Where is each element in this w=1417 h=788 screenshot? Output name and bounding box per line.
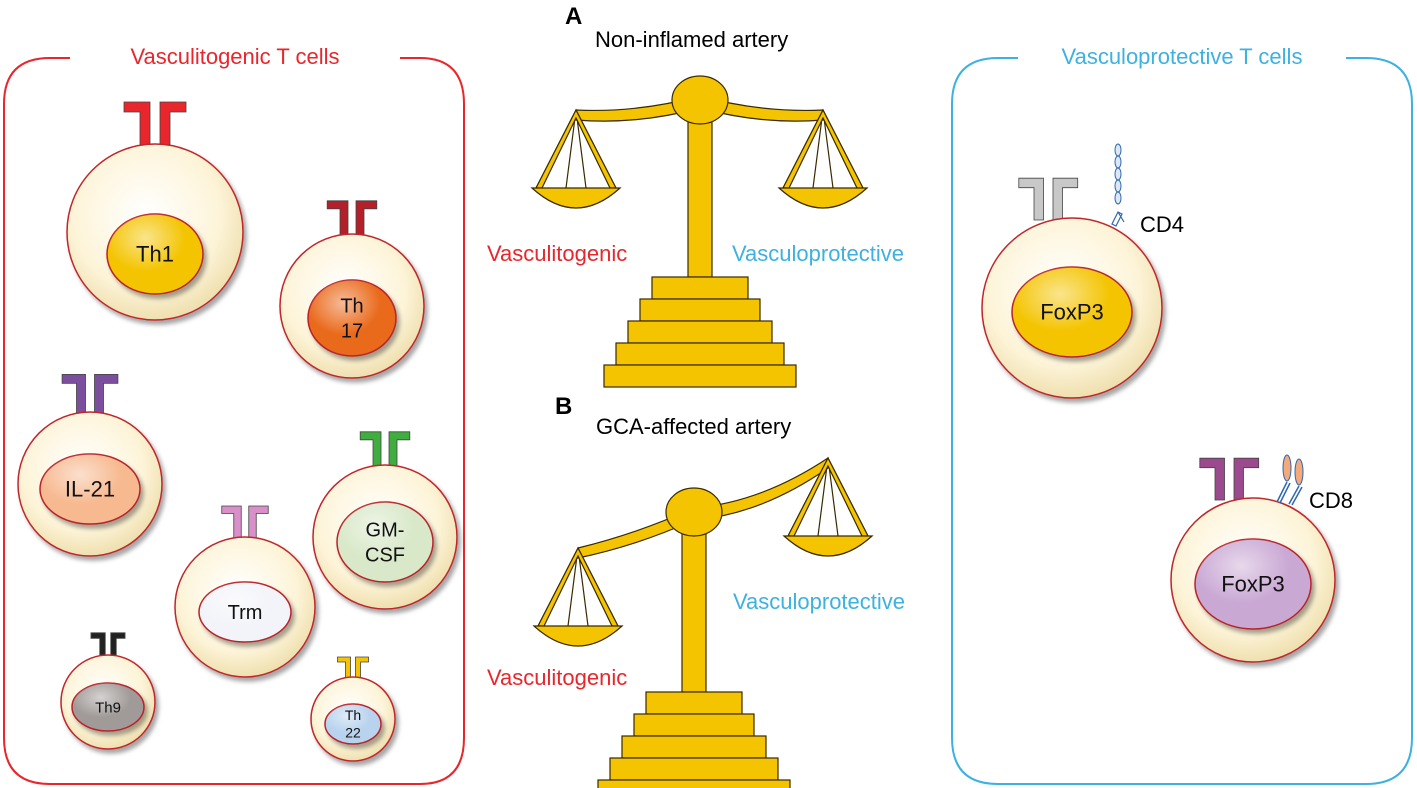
cell-gmcsf: GM- CSF: [312, 431, 458, 610]
scale-pivot: [671, 75, 729, 125]
cell-label: FoxP3: [1221, 572, 1285, 597]
nucleus-shine: [308, 280, 396, 356]
left-panel: Vasculitogenic T cells: [3, 44, 465, 785]
cell-trm: Trm: [174, 505, 316, 678]
receptor-icon: [221, 505, 269, 540]
nucleus-shine: [337, 502, 433, 582]
cell-label: IL-21: [65, 477, 115, 502]
left-pan-pan: [532, 625, 624, 647]
scale-step: [639, 298, 761, 322]
panel-a: A Non-inflamed artery Vasculitogenic Vas…: [487, 3, 904, 388]
scale-step: [597, 779, 791, 788]
cell-label: 17: [341, 321, 363, 343]
receptor-icon: [326, 200, 378, 237]
cd4-domain-icon: [1114, 179, 1122, 193]
cell-th1: Th1: [66, 101, 244, 321]
cell-label: Th: [345, 707, 361, 723]
cd8-alpha-icon: [1282, 454, 1292, 482]
panel-b-right-label: Vasculoprotective: [733, 589, 905, 614]
scale-step: [645, 691, 743, 715]
cell-label: GM-: [366, 520, 405, 542]
receptor-icon: [61, 374, 119, 415]
scale-step: [651, 276, 749, 300]
panel-a-letter: A: [565, 3, 582, 30]
scale-right-arm: [693, 456, 829, 521]
panel-b: B GCA-affected artery Vasculoprotective …: [487, 393, 905, 788]
cd4-domain-icon: [1114, 191, 1122, 205]
right-panel: Vasculoprotective T cells: [951, 44, 1413, 785]
left-pan-pan: [530, 187, 622, 209]
receptor-icon: [90, 632, 126, 658]
balance-scale-level: [530, 75, 869, 388]
scale-right-arm: [699, 95, 824, 122]
cd4-domain-icon: [1114, 143, 1122, 157]
panel-a-right-label: Vasculoprotective: [732, 241, 904, 266]
panel-a-title: Non-inflamed artery: [595, 27, 788, 52]
right-pan-pan: [777, 187, 869, 209]
cell-il21: IL-21: [17, 374, 163, 557]
nucleus-shine: [325, 704, 381, 744]
scale-step: [615, 342, 785, 366]
cell-label: Th9: [95, 699, 121, 716]
right-pan-pan: [782, 535, 874, 557]
right-panel-border: [951, 57, 1413, 785]
cell-label: Th1: [136, 242, 174, 267]
receptor-icon: [123, 101, 187, 147]
scale-step: [609, 757, 779, 781]
right-pan-frame: [787, 456, 869, 537]
cd8-label: CD8: [1309, 488, 1353, 513]
cell-th9: Th9: [60, 632, 156, 750]
cell-label: CSF: [365, 545, 405, 567]
cell-cd4-treg: FoxP3 CD4: [981, 143, 1184, 399]
receptor-icon: [337, 656, 369, 680]
cd8-beta-icon: [1294, 458, 1304, 486]
cd8-stalk-icon: [1276, 481, 1303, 506]
panel-b-left-label: Vasculitogenic: [487, 665, 627, 690]
panel-b-letter: B: [555, 393, 572, 420]
scale-left-arm: [575, 95, 701, 122]
nucleus-shine: [72, 683, 144, 731]
scale-pillar: [687, 115, 713, 278]
receptor-icon: [359, 431, 411, 468]
receptor-icon: [1199, 457, 1260, 501]
nucleus-shine: [107, 214, 203, 294]
cd4-domain-icon: [1114, 167, 1122, 181]
panel-b-title: GCA-affected artery: [596, 414, 791, 439]
nucleus-shine: [1012, 267, 1132, 357]
left-panel-border: [3, 57, 465, 785]
cd4-label: CD4: [1140, 212, 1184, 237]
cell-th22: Th 22: [310, 656, 396, 762]
scale-step: [621, 735, 767, 759]
scale-pillar: [681, 527, 707, 693]
cell-label: Th: [340, 296, 363, 318]
cd4-domain-icon: [1114, 155, 1122, 169]
cell-label: 22: [345, 725, 361, 741]
left-pan-frame: [537, 546, 619, 627]
balance-scale-tilted: [532, 456, 874, 788]
scale-left-arm: [577, 507, 695, 559]
nucleus-shine: [1195, 539, 1311, 629]
right-panel-title: Vasculoprotective T cells: [1062, 44, 1303, 69]
scale-step: [627, 320, 773, 344]
scale-pivot: [665, 487, 723, 537]
panel-a-left-label: Vasculitogenic: [487, 241, 627, 266]
scale-step: [633, 713, 755, 737]
receptor-icon: [1018, 177, 1079, 221]
cell-th17: Th 17: [279, 200, 425, 379]
cd4-stalk-icon: [1111, 211, 1125, 227]
scale-step: [603, 364, 797, 388]
cell-label: Trm: [228, 602, 263, 624]
cell-cd8-treg: FoxP3 CD8: [1170, 454, 1353, 663]
cell-label: FoxP3: [1040, 300, 1104, 325]
left-panel-title: Vasculitogenic T cells: [130, 44, 339, 69]
nucleus-shine: [199, 582, 291, 642]
nucleus-shine: [40, 454, 140, 524]
